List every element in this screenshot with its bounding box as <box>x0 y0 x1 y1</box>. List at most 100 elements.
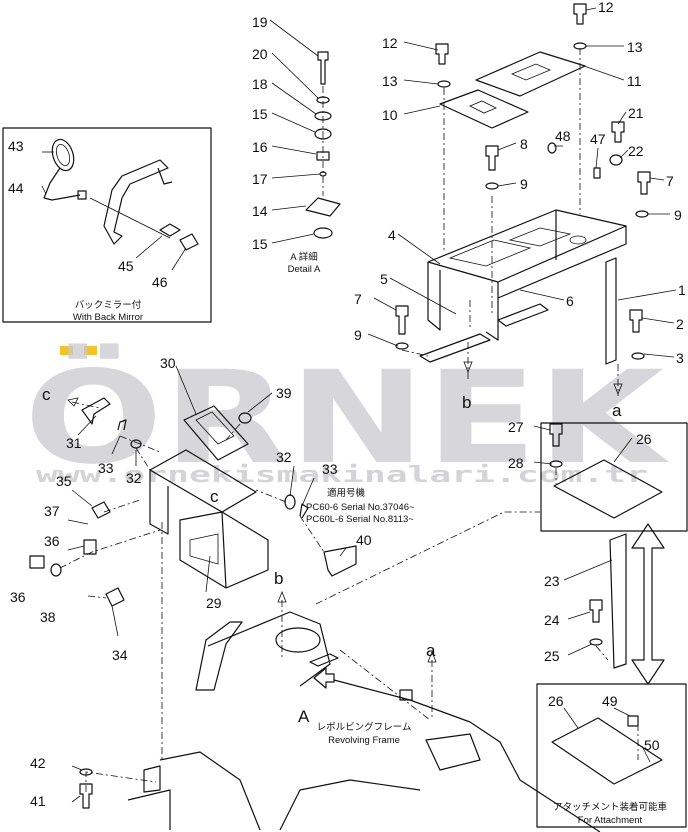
washer-part <box>635 210 649 218</box>
callout-32: 32 <box>126 470 142 486</box>
bolt-part <box>611 121 625 143</box>
callout-15: 15 <box>252 236 268 252</box>
callout-24: 24 <box>544 612 560 628</box>
watermark-umlaut-dot <box>60 346 73 355</box>
callout-5: 5 <box>380 271 388 287</box>
callout-48: 48 <box>555 128 571 144</box>
bolt-part <box>549 423 563 447</box>
view-letters: c c b a b a A <box>42 385 622 726</box>
callout-36: 36 <box>10 589 26 605</box>
washer-part <box>238 412 252 424</box>
arrow-b <box>463 361 473 374</box>
callout-37: 37 <box>44 503 60 519</box>
callout-40: 40 <box>356 532 372 548</box>
cover-plate-upper <box>553 459 663 519</box>
callout-19: 19 <box>252 14 268 30</box>
callout-32: 32 <box>276 449 292 465</box>
callout-15: 15 <box>252 106 268 122</box>
bolt-head-part <box>83 539 97 555</box>
detail-a-jp: A 詳細 <box>290 251 317 263</box>
callout-9: 9 <box>354 327 362 343</box>
washer-part <box>395 342 409 350</box>
console-box-assembly <box>149 405 269 589</box>
plate-part <box>323 545 357 577</box>
callout-36: 36 <box>44 533 60 549</box>
letter-A: A <box>298 707 310 726</box>
inset-box-attachment <box>536 683 687 828</box>
callout-11: 11 <box>627 73 642 89</box>
watermark-site: www.ornekismakinalari.com.tr <box>36 463 648 488</box>
revolving-frame-jp: レボルビングフレーム <box>317 721 412 733</box>
bolt-part <box>589 599 603 623</box>
mirror-box-en: With Back Mirror <box>73 312 143 323</box>
serial-note-jp: 適用号機 <box>327 487 366 499</box>
callout-7: 7 <box>354 291 362 307</box>
callout-38: 38 <box>40 609 56 625</box>
washer-part <box>284 494 296 510</box>
letter-c: c <box>210 487 219 506</box>
callout-34: 34 <box>112 647 128 663</box>
nut-part <box>609 154 623 166</box>
washer-part <box>589 638 603 646</box>
callout-28: 28 <box>508 455 524 471</box>
callout-17: 17 <box>252 171 268 187</box>
clamp-part <box>105 587 125 607</box>
washer-part <box>437 80 451 88</box>
callout-3: 3 <box>676 350 684 366</box>
view-arrow-A <box>313 667 335 689</box>
pin-part <box>117 419 127 431</box>
assembly-center-lines <box>59 48 639 792</box>
callout-6: 6 <box>566 293 574 309</box>
double-arrow <box>631 523 665 685</box>
callout-12: 12 <box>598 0 614 15</box>
plug-part <box>547 142 557 154</box>
washer-part <box>50 563 62 577</box>
callout-2: 2 <box>676 316 684 332</box>
callout-42: 42 <box>30 755 46 771</box>
watermark: ÖRNEK www.ornekismakinalari.com.tr <box>24 343 670 493</box>
callout-13: 13 <box>627 39 643 55</box>
arrow-c <box>67 397 79 407</box>
washer-part <box>485 182 499 190</box>
pin-part <box>299 503 309 519</box>
callout-39: 39 <box>276 385 292 401</box>
callout-8: 8 <box>520 136 528 152</box>
callout-45: 45 <box>118 258 134 274</box>
arrow-a <box>613 383 623 396</box>
arrow-b-lower <box>277 590 287 603</box>
nut-part <box>627 715 639 727</box>
callout-labels: 19 20 18 15 16 17 14 15 12 13 10 12 13 1… <box>8 0 686 809</box>
callout-12: 12 <box>382 35 398 51</box>
detail-a-en: Detail A <box>288 264 321 275</box>
callout-1: 1 <box>678 282 686 298</box>
callout-13: 13 <box>382 73 398 89</box>
revolving-frame-outline <box>127 611 601 832</box>
attachment-box-en: For Attachment <box>578 815 643 826</box>
revolving-frame-en: Revolving Frame <box>328 735 400 746</box>
bolt-head-part <box>29 555 45 569</box>
callout-16: 16 <box>252 139 268 155</box>
callout-10: 10 <box>382 107 398 123</box>
grommet-part <box>593 167 601 179</box>
main-frame-assembly <box>419 209 627 365</box>
callout-33: 33 <box>322 461 338 477</box>
callout-18: 18 <box>252 76 268 92</box>
callout-30: 30 <box>160 355 176 371</box>
bolt-part <box>485 145 499 171</box>
callout-33: 33 <box>98 460 114 476</box>
callout-4: 4 <box>388 227 396 243</box>
mirror-box-jp: バックミラー付 <box>75 300 142 311</box>
captions: A 詳細 Detail A バックミラー付 With Back Mirror 適… <box>73 251 668 826</box>
arrow-a-lower <box>427 650 437 663</box>
bracket-part <box>91 501 111 519</box>
callout-29: 29 <box>206 595 222 611</box>
bolt-part <box>637 171 651 195</box>
callout-35: 35 <box>56 473 72 489</box>
callout-41: 41 <box>30 793 46 809</box>
letter-a: a <box>612 401 622 420</box>
attachment-box-jp: アタッチメント装着可能車 <box>553 801 668 813</box>
callout-26: 26 <box>636 431 652 447</box>
bolt-part <box>629 309 643 333</box>
callout-49: 49 <box>602 693 618 709</box>
